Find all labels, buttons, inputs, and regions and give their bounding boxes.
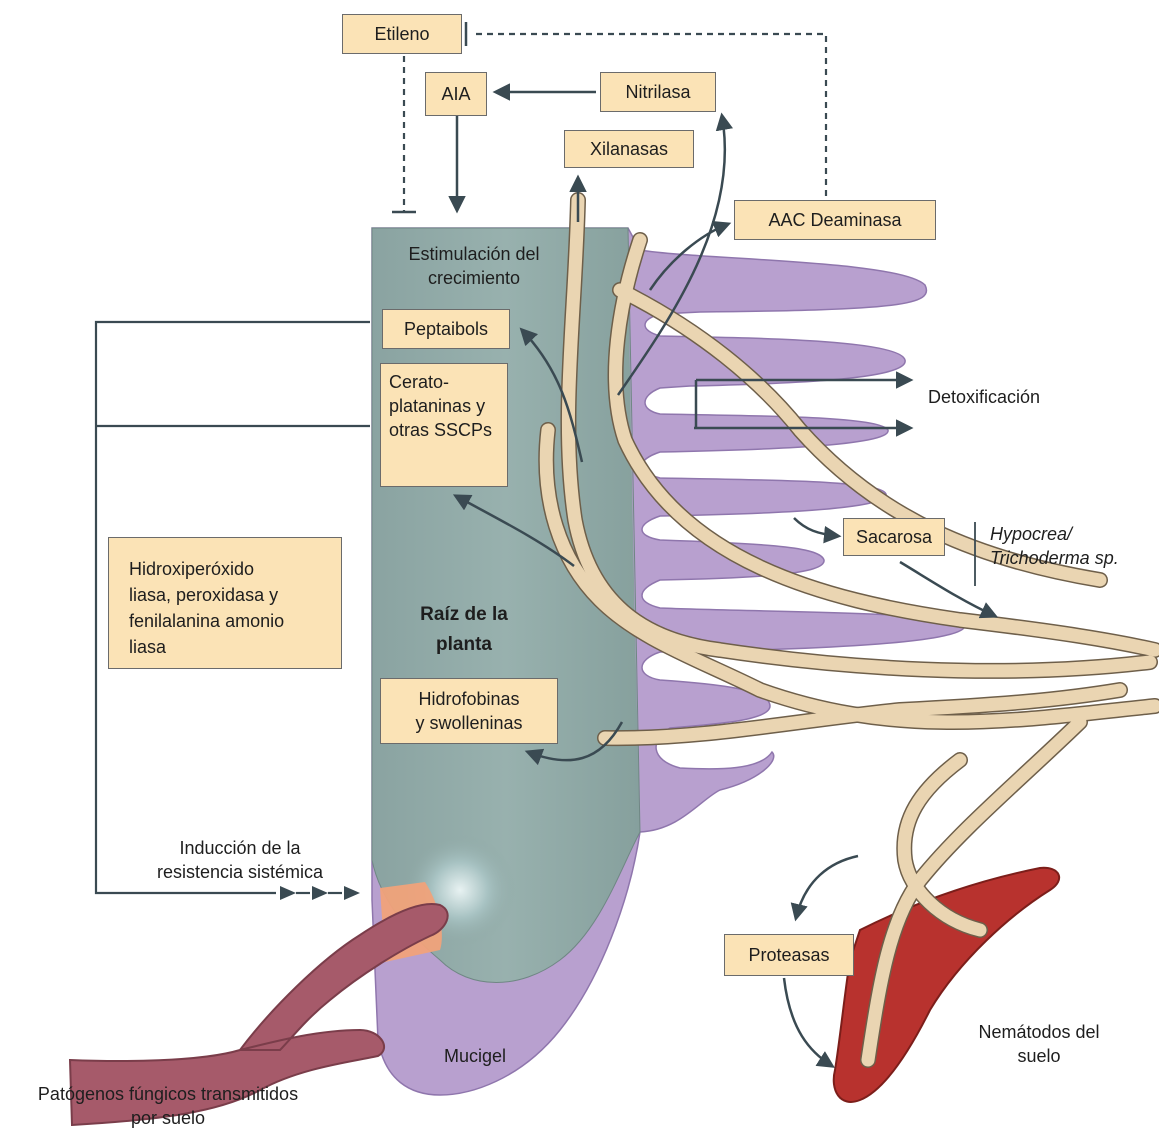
- proteasas-out-arrow: [784, 978, 832, 1066]
- hypocrea-label: Hypocrea/ Trichoderma sp.: [990, 522, 1119, 570]
- cerato-box: Cerato- plataninas y otras SSCPs: [380, 363, 508, 487]
- proteasas-box: Proteasas: [724, 934, 854, 976]
- hidrofobinas-box: Hidrofobinas y swolleninas: [380, 678, 558, 744]
- proteasas-in-arrow: [796, 856, 858, 918]
- detox-label: Detoxificación: [928, 385, 1040, 409]
- sacarosa-box: Sacarosa: [843, 518, 945, 556]
- estimulacion-label: Estimulación del crecimiento: [382, 242, 566, 290]
- resistance-arrow-2: [312, 886, 328, 900]
- nitrilasa-box: Nitrilasa: [600, 72, 716, 112]
- patogenos-label: Patógenos fúngicos transmitidos por suel…: [8, 1082, 328, 1130]
- resistance-arrow-3: [344, 886, 360, 900]
- peptaibols-box: Peptaibols: [382, 309, 510, 349]
- xilanasas-box: Xilanasas: [564, 130, 694, 168]
- sacarosa-in-arrow: [794, 518, 838, 536]
- induccion-label: Inducción de la resistencia sistémica: [140, 836, 340, 884]
- raiz-label: Raíz de la planta: [400, 600, 528, 660]
- etileno-box: Etileno: [342, 14, 462, 54]
- resistance-arrow-1: [280, 886, 296, 900]
- deaminasa-to-etileno-line: [472, 34, 826, 196]
- hidroxi-box: Hidroxiperóxido liasa, peroxidasa y feni…: [108, 537, 342, 669]
- aac-deaminasa-box: AAC Deaminasa: [734, 200, 936, 240]
- nematodos-label: Nemátodos del suelo: [960, 1020, 1118, 1068]
- mucigel-label: Mucigel: [444, 1044, 506, 1068]
- aia-box: AIA: [425, 72, 487, 116]
